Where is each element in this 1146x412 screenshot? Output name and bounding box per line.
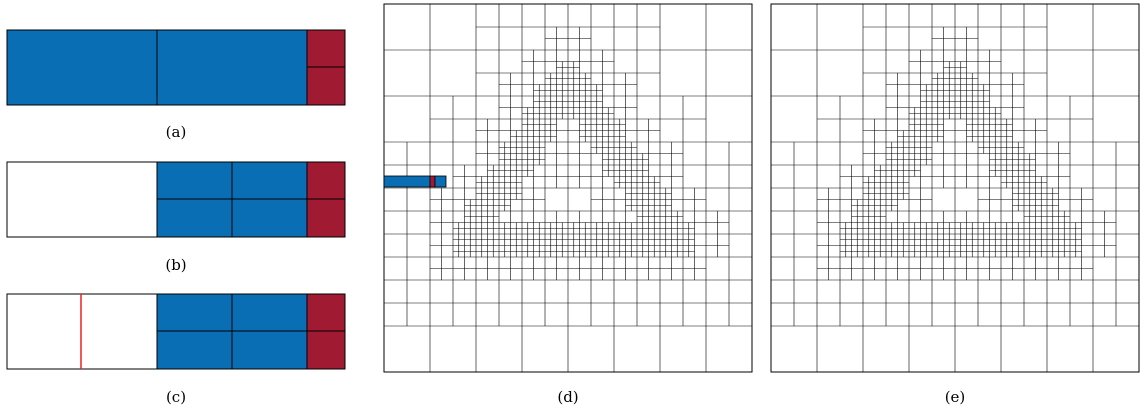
caption-e: (e) — [945, 388, 966, 406]
caption-d: (d) — [557, 388, 578, 406]
mesh-grid-e — [770, 3, 1140, 373]
mesh-cells — [383, 3, 753, 373]
panel-b-blue-cell — [231, 198, 308, 238]
panel-a-red-top — [306, 29, 346, 68]
panel-d-highlight-strip — [383, 175, 447, 188]
panel-b-blue-cell — [156, 161, 233, 200]
panel-d-border — [383, 3, 753, 373]
panel-b-red-bottom — [306, 198, 346, 238]
strip-blue-cell — [434, 175, 447, 188]
panel-a: (a) — [6, 29, 346, 141]
strip-red-cell — [429, 175, 436, 188]
caption-a: (a) — [166, 123, 187, 141]
panel-c-blue-cell — [156, 330, 233, 370]
panel-c-red-top — [306, 293, 346, 332]
panel-a-red-bottom — [306, 66, 346, 106]
panel-c-blue-cell — [231, 330, 308, 370]
panel-e: (e) — [770, 3, 1140, 406]
strip-blue-cell — [383, 175, 431, 188]
caption-b: (b) — [165, 256, 186, 274]
panel-d: (d) — [383, 3, 753, 406]
caption-c: (c) — [166, 388, 186, 406]
panel-a-blue-left — [6, 29, 158, 106]
panel-e-border — [770, 3, 1140, 373]
panel-c-blue-cell — [156, 293, 233, 332]
mesh-grid-d — [383, 3, 753, 373]
panel-b: (b) — [6, 161, 346, 274]
panel-b-red-top — [306, 161, 346, 200]
panel-b-empty-cell — [6, 161, 158, 238]
panel-c-blue-cell — [231, 293, 308, 332]
mesh-cells — [770, 3, 1140, 373]
panel-b-blue-cell — [156, 198, 233, 238]
panel-c: (c) — [6, 293, 346, 406]
panel-c-empty-cell — [6, 293, 158, 370]
panel-b-blue-cell — [231, 161, 308, 200]
panel-c-red-bottom — [306, 330, 346, 370]
panel-a-blue-right — [156, 29, 308, 106]
